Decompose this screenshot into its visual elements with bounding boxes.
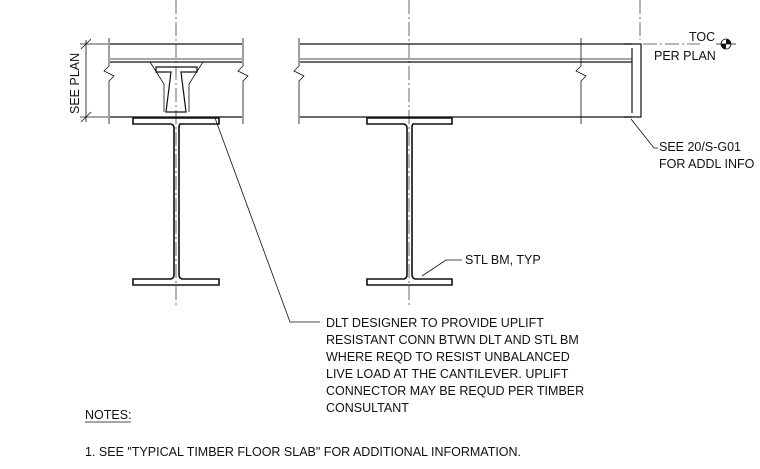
- notes-section: NOTES: 1. SEE "TYPICAL TIMBER FLOOR SLAB…: [85, 408, 521, 459]
- timber-slab-left: [103, 38, 249, 124]
- toc-target-icon: [716, 38, 736, 50]
- callout-line: CONNECTOR MAY BE REQUD PER TIMBER: [326, 384, 584, 398]
- callout-line: LIVE LOAD AT THE CANTILEVER. UPLIFT: [326, 367, 569, 381]
- centerlines: [175, 0, 700, 305]
- timber-slab-right: [293, 38, 642, 124]
- steel-beam-left: [132, 117, 220, 286]
- callout-line: RESISTANT CONN BTWN DLT AND STL BM: [326, 333, 579, 347]
- see-ref-line2: FOR ADDL INFO: [659, 157, 755, 171]
- callout-line: WHERE REQD TO RESIST UNBALANCED: [326, 350, 570, 364]
- steel-beam-right: [366, 117, 453, 286]
- toc-label: TOC: [689, 30, 715, 44]
- stl-bm-leader: [421, 259, 462, 277]
- uplift-connector: [149, 61, 204, 113]
- callout-line: CONSULTANT: [326, 401, 409, 415]
- see-plan-dimension: [80, 38, 108, 123]
- callout-text: DLT DESIGNER TO PROVIDE UPLIFT RESISTANT…: [326, 316, 584, 415]
- callout-leader: [214, 117, 320, 323]
- callout-line: DLT DESIGNER TO PROVIDE UPLIFT: [326, 316, 544, 330]
- see-plan-label: SEE PLAN: [68, 53, 82, 114]
- see-ref-line1: SEE 20/S-G01: [659, 140, 741, 154]
- note-item: 1. SEE "TYPICAL TIMBER FLOOR SLAB" FOR A…: [85, 445, 521, 459]
- see-ref-leader: [630, 118, 658, 149]
- notes-heading: NOTES:: [85, 408, 132, 422]
- per-plan-label: PER PLAN: [654, 49, 716, 63]
- stl-bm-label: STL BM, TYP: [465, 253, 541, 267]
